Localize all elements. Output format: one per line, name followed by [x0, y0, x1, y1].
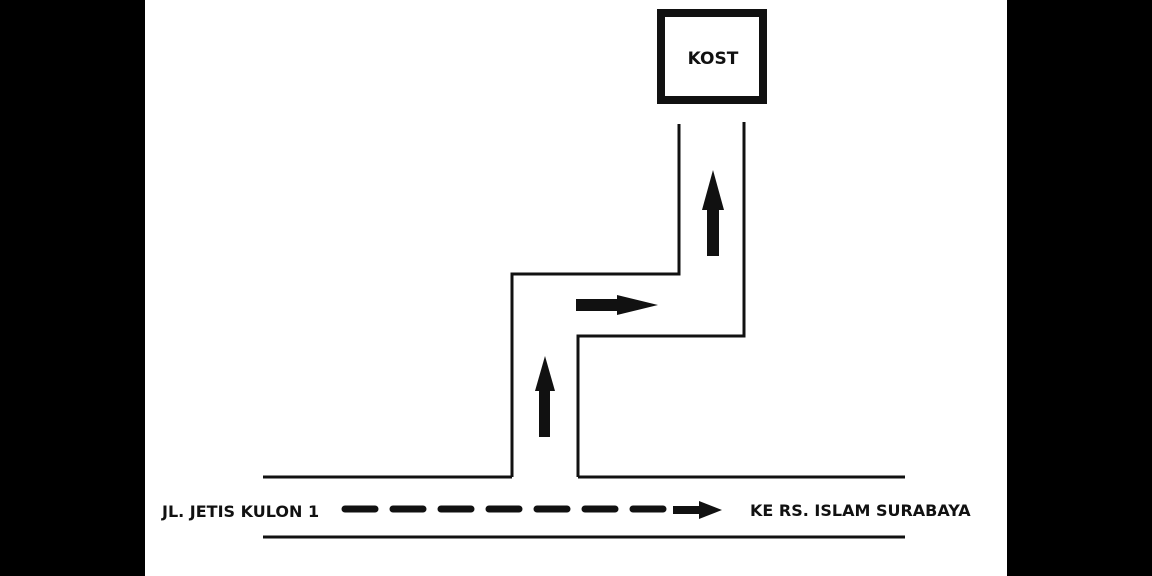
- arrow-up-lower-head: [535, 356, 555, 391]
- route-arrow-head-main: [699, 501, 722, 519]
- arrow-right-middle: [576, 295, 658, 315]
- alley-road: [510, 122, 746, 477]
- kost-building: KOST: [657, 9, 767, 104]
- alley-right-edge: [576, 122, 746, 477]
- route-map: KOST: [145, 0, 1007, 576]
- left-letterbox-bar: [0, 0, 145, 576]
- main-road-route: [341, 501, 722, 519]
- arrow-up-upper: [702, 170, 724, 256]
- arrow-up-lower-shaft: [539, 390, 550, 437]
- alley-left-edge: [510, 124, 681, 477]
- arrow-up-upper-head: [702, 170, 724, 210]
- main-road: [263, 475, 905, 539]
- arrow-up-lower: [535, 356, 555, 437]
- kost-box: [657, 9, 767, 104]
- right-letterbox-bar: [1007, 0, 1152, 576]
- kost-label: KOST: [688, 49, 739, 69]
- route-map-drawing: KOST: [161, 9, 971, 539]
- arrow-right-head: [617, 295, 658, 315]
- arrow-right-shaft: [576, 299, 619, 311]
- arrow-up-upper-shaft: [707, 208, 719, 256]
- direction-label: KE RS. ISLAM SURABAYA: [750, 501, 971, 520]
- street-label: JL. JETIS KULON 1: [161, 502, 319, 521]
